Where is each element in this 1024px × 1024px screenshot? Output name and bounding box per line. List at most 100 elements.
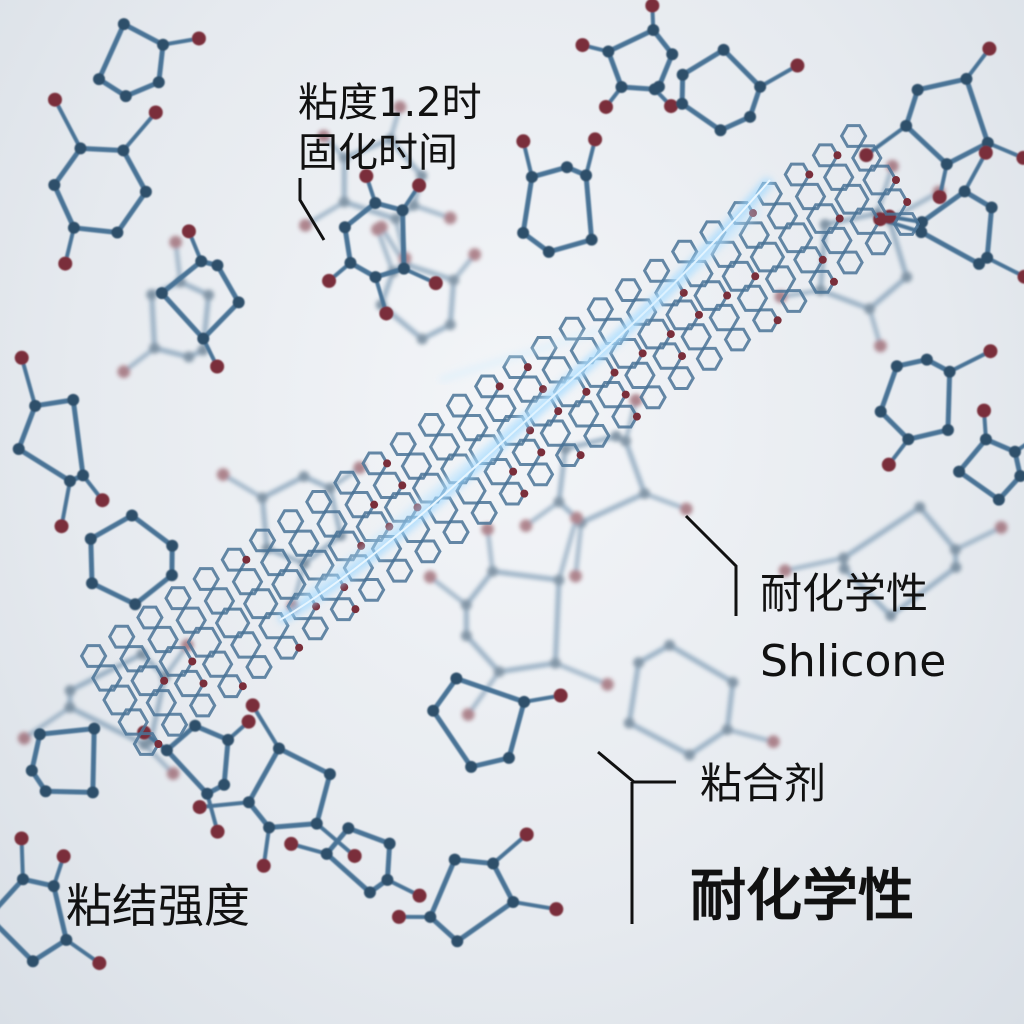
bond bbox=[496, 660, 558, 674]
ring-bonds bbox=[173, 669, 206, 698]
carbon-atom bbox=[950, 544, 961, 555]
ring-bonds bbox=[511, 438, 544, 466]
carbon-atom bbox=[676, 68, 689, 81]
hex-ring bbox=[614, 278, 643, 302]
ring-bonds bbox=[567, 400, 600, 428]
ring-bonds bbox=[158, 646, 195, 677]
oxygen-atom bbox=[818, 255, 827, 264]
bond bbox=[114, 189, 149, 236]
carbon-atom bbox=[838, 563, 850, 575]
ring-bonds bbox=[132, 732, 161, 756]
ring-bonds bbox=[805, 203, 842, 234]
ring-bonds bbox=[442, 520, 470, 544]
oxygen-atom bbox=[423, 570, 437, 584]
bond bbox=[867, 307, 883, 348]
hex-ring bbox=[220, 547, 251, 572]
hex-ring bbox=[892, 212, 921, 236]
ring-bonds bbox=[201, 650, 234, 678]
oxygen-atom bbox=[509, 467, 518, 476]
hex-ring bbox=[136, 605, 164, 630]
ring-bonds bbox=[445, 393, 474, 418]
ring-bonds bbox=[316, 510, 348, 538]
carbon-atom bbox=[157, 38, 170, 51]
oxygen-atom bbox=[191, 31, 206, 46]
ring-bonds bbox=[877, 188, 909, 216]
ring-bonds bbox=[723, 327, 752, 352]
ring-bonds bbox=[864, 231, 893, 256]
oxygen-atom bbox=[516, 134, 531, 149]
carbon-atom bbox=[160, 744, 173, 757]
carbon-atom bbox=[29, 399, 42, 412]
carbon-atom bbox=[183, 351, 195, 363]
oxygen-atom bbox=[723, 291, 732, 300]
bond bbox=[260, 474, 307, 501]
hex-ring bbox=[834, 183, 870, 215]
bond bbox=[89, 580, 138, 607]
oxygen-atom bbox=[629, 394, 643, 407]
hex-ring bbox=[372, 471, 407, 499]
carbon-atom bbox=[487, 857, 500, 870]
bond bbox=[605, 49, 624, 90]
ring-bonds bbox=[470, 501, 498, 525]
bond bbox=[52, 97, 83, 151]
carbon-atom bbox=[602, 45, 615, 58]
carbon-atom bbox=[298, 471, 310, 482]
bond bbox=[903, 87, 921, 129]
molecule-cluster bbox=[47, 92, 163, 271]
ring-bonds bbox=[721, 260, 758, 292]
bond bbox=[90, 726, 97, 795]
carbon-atom bbox=[197, 332, 210, 345]
bond bbox=[303, 200, 346, 228]
bond bbox=[132, 572, 175, 607]
bond bbox=[905, 427, 951, 442]
hex-ring bbox=[693, 280, 732, 311]
ring-bonds bbox=[79, 644, 108, 668]
hex-ring bbox=[442, 520, 470, 544]
hex-ring bbox=[567, 400, 600, 428]
hex-ring bbox=[107, 624, 136, 649]
carbon-atom bbox=[344, 256, 357, 269]
hex-ring bbox=[639, 385, 667, 410]
oxygen-atom bbox=[575, 38, 590, 53]
ring-bonds bbox=[513, 375, 545, 403]
carbon-atom bbox=[64, 685, 76, 696]
carbon-atom bbox=[338, 152, 350, 164]
molecule-cluster bbox=[953, 403, 1024, 506]
bond bbox=[917, 504, 958, 552]
oxygen-atom bbox=[295, 643, 304, 652]
carbon-atom bbox=[615, 81, 628, 94]
carbon-atom bbox=[819, 219, 831, 230]
bond bbox=[148, 674, 168, 743]
ring-bonds bbox=[736, 284, 769, 312]
carbon-atom bbox=[451, 935, 464, 948]
hex-ring bbox=[428, 433, 461, 461]
ring-bonds bbox=[119, 645, 151, 673]
ring-bonds bbox=[400, 452, 433, 480]
ring-bonds bbox=[608, 338, 645, 369]
oxygen-atom bbox=[58, 256, 73, 271]
ring-bonds bbox=[329, 597, 358, 622]
carbon-atom bbox=[155, 287, 168, 300]
ring-bonds bbox=[526, 462, 555, 487]
ring-bonds bbox=[164, 586, 192, 611]
carbon-atom bbox=[222, 733, 235, 746]
hex-ring bbox=[231, 568, 264, 596]
bond bbox=[626, 660, 641, 726]
carbon-atom bbox=[416, 333, 428, 345]
ring-bonds bbox=[136, 605, 164, 630]
bond bbox=[918, 229, 982, 267]
bond bbox=[0, 924, 36, 964]
ring-bonds bbox=[793, 246, 825, 274]
hex-ring bbox=[130, 665, 169, 697]
bond bbox=[466, 669, 501, 717]
hex-ring bbox=[203, 587, 236, 615]
molecule-cluster bbox=[12, 350, 110, 534]
bond bbox=[903, 123, 950, 167]
ring-bonds bbox=[440, 453, 476, 485]
hex-ring bbox=[611, 404, 641, 429]
bond bbox=[783, 556, 846, 573]
carbon-atom bbox=[585, 233, 598, 246]
bond bbox=[490, 861, 516, 905]
hex-ring bbox=[822, 163, 855, 191]
hex-ring bbox=[242, 588, 279, 620]
